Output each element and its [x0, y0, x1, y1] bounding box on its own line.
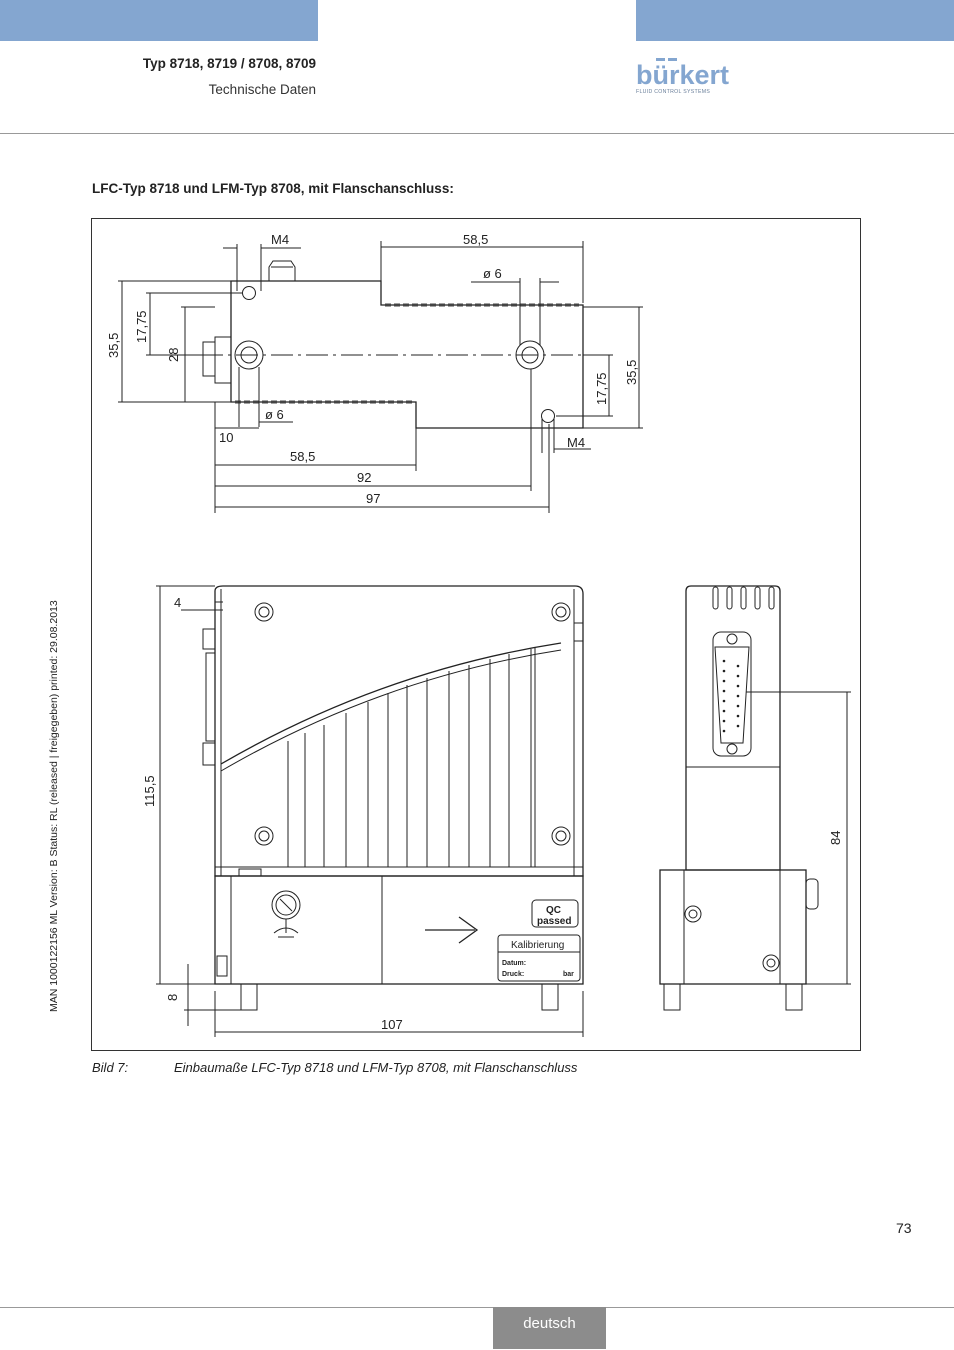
- dim-28: 28: [166, 348, 181, 362]
- section-title: LFC-Typ 8718 und LFM-Typ 8708, mit Flans…: [92, 181, 454, 196]
- dim-84: 84: [828, 831, 843, 845]
- dim-35-5-left: 35,5: [106, 333, 121, 358]
- document-title: Typ 8718, 8719 / 8708, 8709: [142, 56, 316, 71]
- side-view: 84: [659, 585, 851, 1011]
- top-view: M4 58,5 ø 6 35,5 17,75 28 ø 6 10 M4 17,7…: [106, 232, 643, 513]
- dim-m4-top: M4: [271, 232, 289, 247]
- header-bar-right: [636, 0, 954, 41]
- dimension-drawing: M4 58,5 ø 6 35,5 17,75 28 ø 6 10 M4 17,7…: [91, 218, 861, 1051]
- dim-10: 10: [219, 430, 233, 445]
- dim-dia6-right: ø 6: [483, 266, 502, 281]
- qc-label-2: passed: [537, 916, 571, 927]
- header-bar-left: [0, 0, 318, 41]
- dim-107: 107: [381, 1017, 403, 1032]
- kalibrierung-druck: Druck:: [502, 971, 524, 978]
- document-subtitle: Technische Daten: [208, 82, 316, 97]
- document-side-note: MAN 1000122156 ML Version: B Status: RL …: [48, 600, 60, 1012]
- header-divider: [0, 133, 954, 134]
- dim-92: 92: [357, 470, 371, 485]
- dim-dia6-left: ø 6: [265, 407, 284, 422]
- drawing-canvas: M4 58,5 ø 6 35,5 17,75 28 ø 6 10 M4 17,7…: [106, 232, 851, 1037]
- dim-8: 8: [165, 994, 180, 1001]
- figure-caption-text: Einbaumaße LFC-Typ 8718 und LFM-Typ 8708…: [174, 1060, 578, 1075]
- logo-wordmark: bürkert: [636, 60, 729, 90]
- footer-divider: [0, 1307, 954, 1308]
- qc-label-1: QC: [546, 905, 561, 916]
- front-view: QC passed Kalibrierung Datum: Druck: bar…: [142, 585, 584, 1037]
- page-number: 73: [896, 1220, 912, 1236]
- dim-m4-bottom: M4: [567, 435, 585, 450]
- kalibrierung-datum: Datum:: [502, 960, 526, 967]
- kalibrierung-title: Kalibrierung: [511, 940, 564, 951]
- dim-17-75-right: 17,75: [594, 372, 609, 405]
- burkert-logo: bürkert FLUID CONTROL SYSTEMS: [636, 58, 729, 95]
- dim-97: 97: [366, 491, 380, 506]
- dim-58-5-bottom: 58,5: [290, 449, 315, 464]
- dim-58-5-top: 58,5: [463, 232, 488, 247]
- dim-35-5-right: 35,5: [624, 360, 639, 385]
- logo-tagline: FLUID CONTROL SYSTEMS: [636, 89, 710, 95]
- language-tab: deutsch: [493, 1307, 606, 1349]
- dim-115-5: 115,5: [142, 775, 157, 807]
- kalibrierung-unit: bar: [563, 971, 574, 978]
- dim-4: 4: [174, 595, 181, 610]
- figure-caption-number: Bild 7:: [92, 1060, 129, 1075]
- dim-17-75-left: 17,75: [134, 310, 149, 343]
